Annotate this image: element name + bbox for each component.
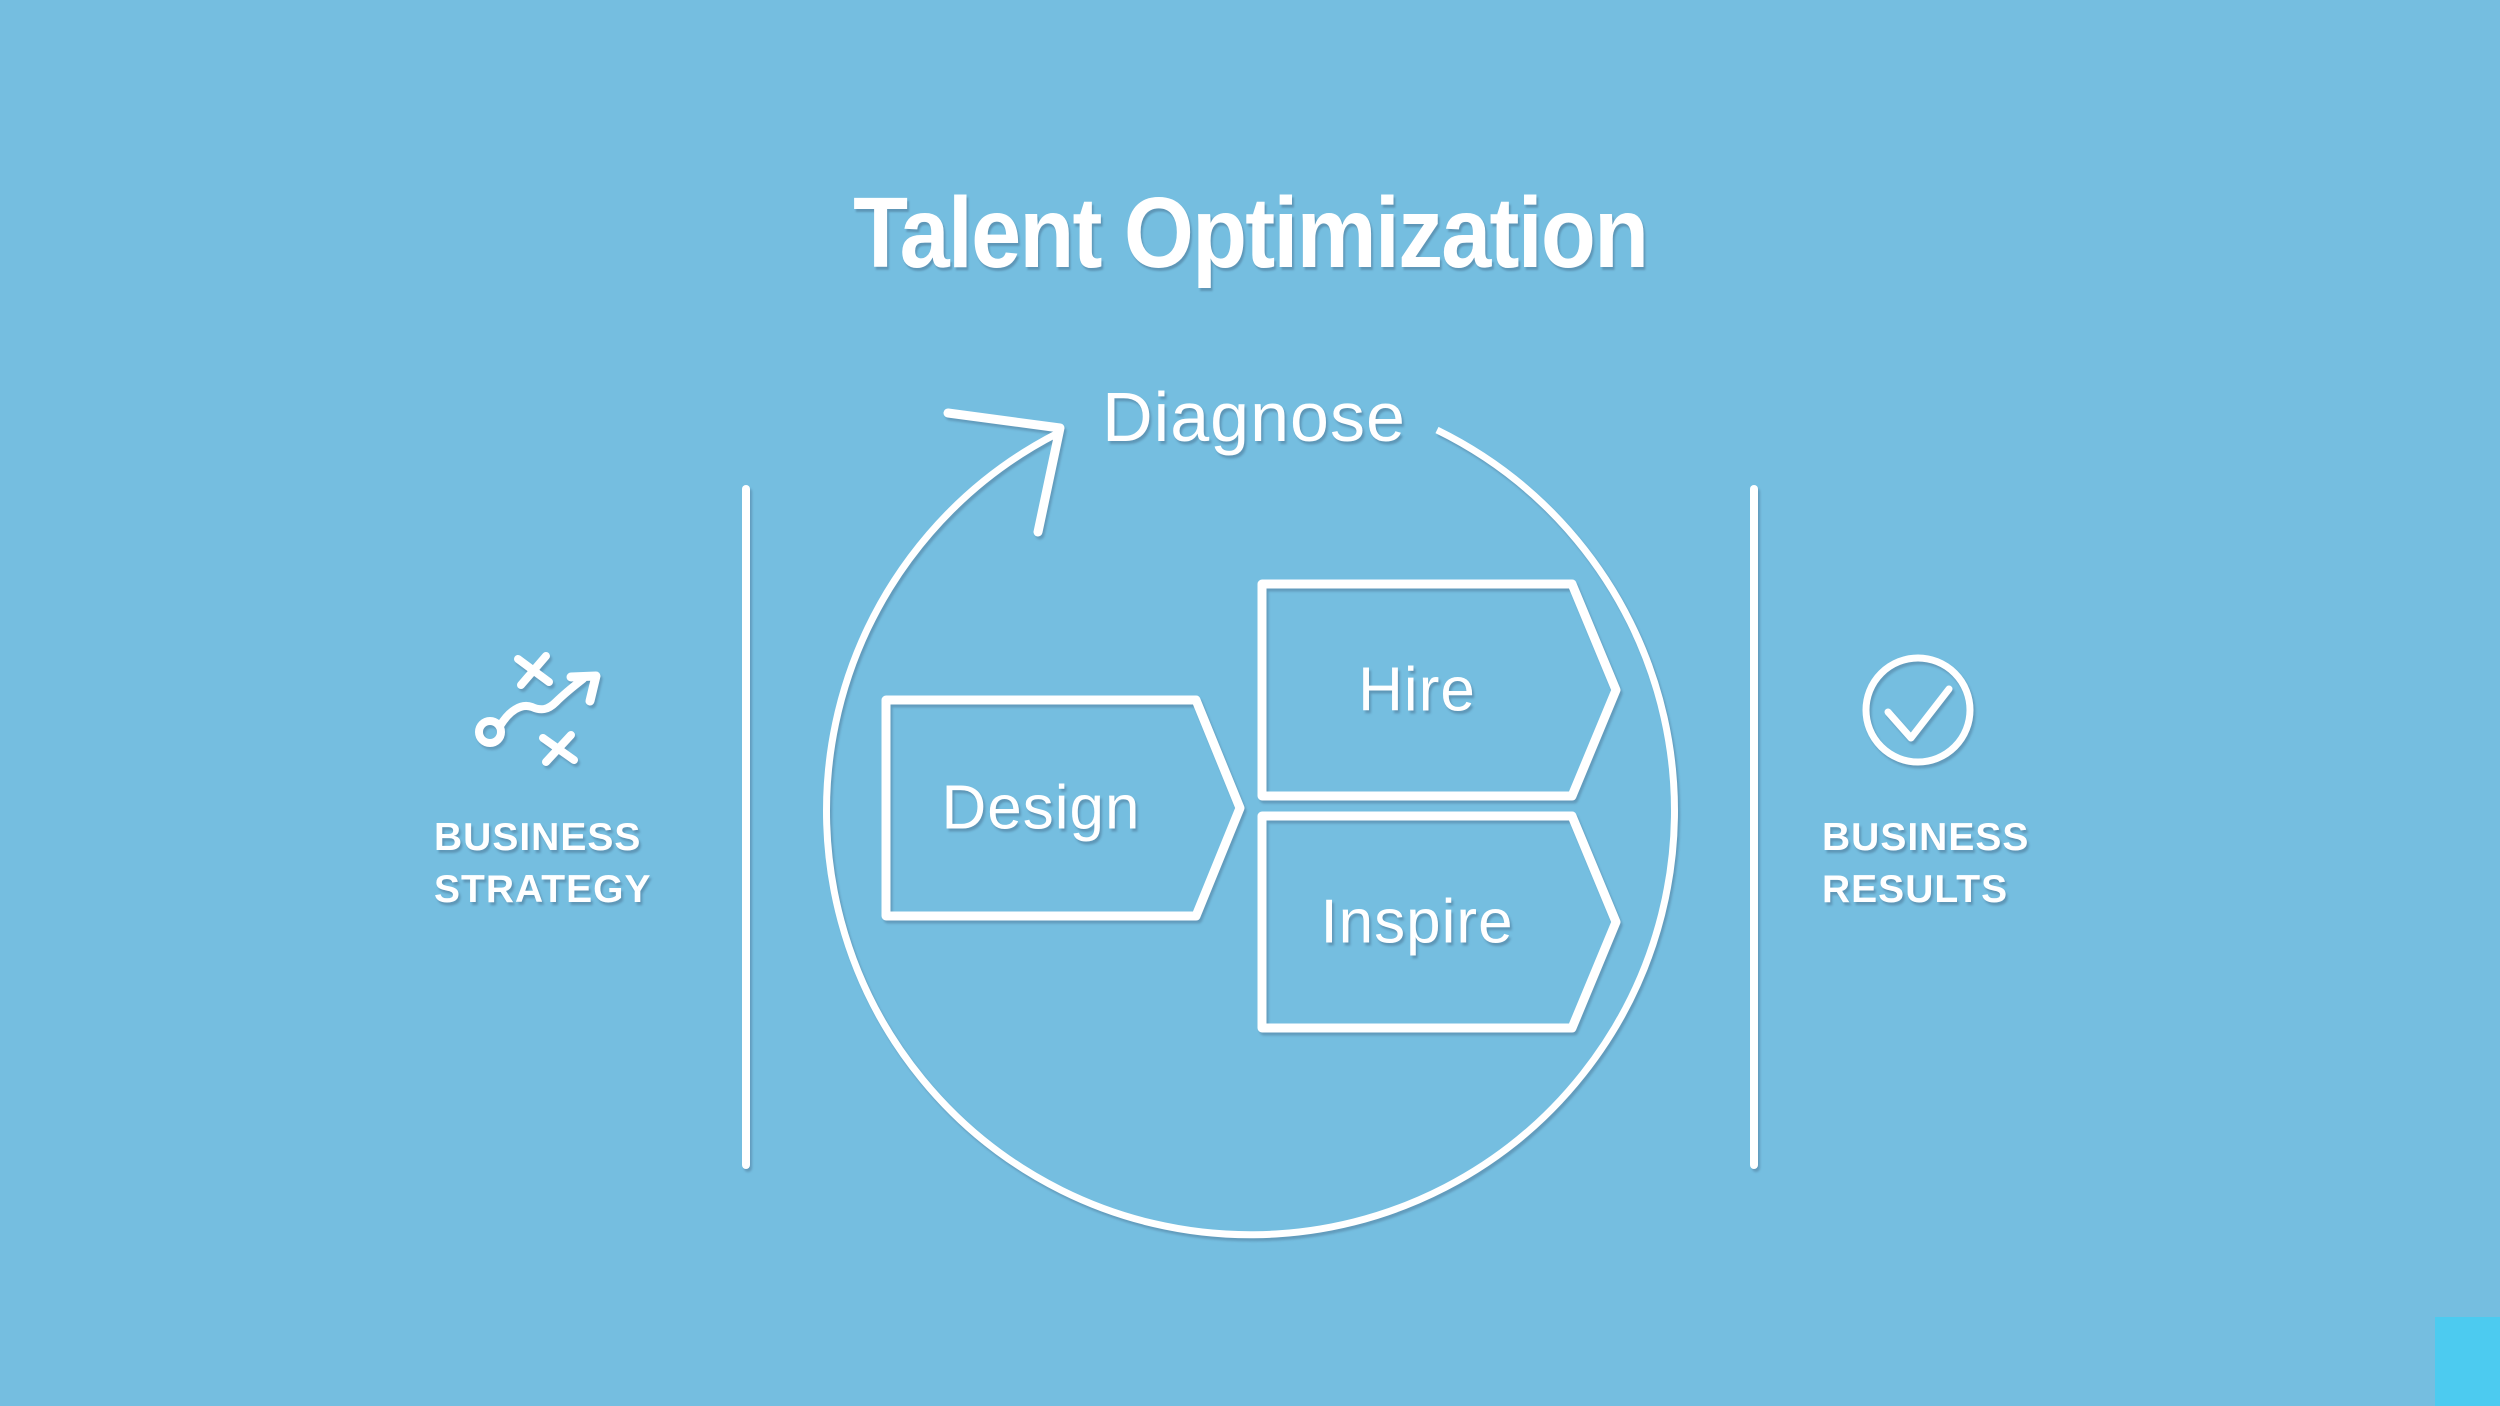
inspire-step-shape [1257,811,1621,1033]
corner-accent [2435,1317,2500,1406]
cycle-arrowhead-icon [943,408,1065,537]
business-strategy-line2: STRATEGY [434,868,652,911]
hire-step-shape [1257,579,1621,801]
business-results-line1: BUSINESS [1822,816,2030,859]
business-results-label: BUSINESS RESULTS [1822,812,2029,916]
slide-title-text: Talent Optimization [852,177,1649,289]
business-strategy-line1: BUSINESS [434,816,642,859]
step-label-inspire: Inspire [1320,887,1514,957]
business-strategy-label: BUSINESS STRATEGY [434,812,651,916]
strategy-doodle-icon [475,652,601,766]
step-label-hire: Hire [1358,655,1476,725]
design-step-shape [881,695,1245,921]
check-circle-icon [1862,654,1974,766]
slide-title: Talent Optimization [0,183,2500,283]
cycle-arc [823,426,1678,1239]
cycle-label-diagnose: Diagnose [1102,378,1406,456]
step-label-design: Design [941,773,1141,843]
business-results-line2: RESULTS [1822,868,2009,911]
